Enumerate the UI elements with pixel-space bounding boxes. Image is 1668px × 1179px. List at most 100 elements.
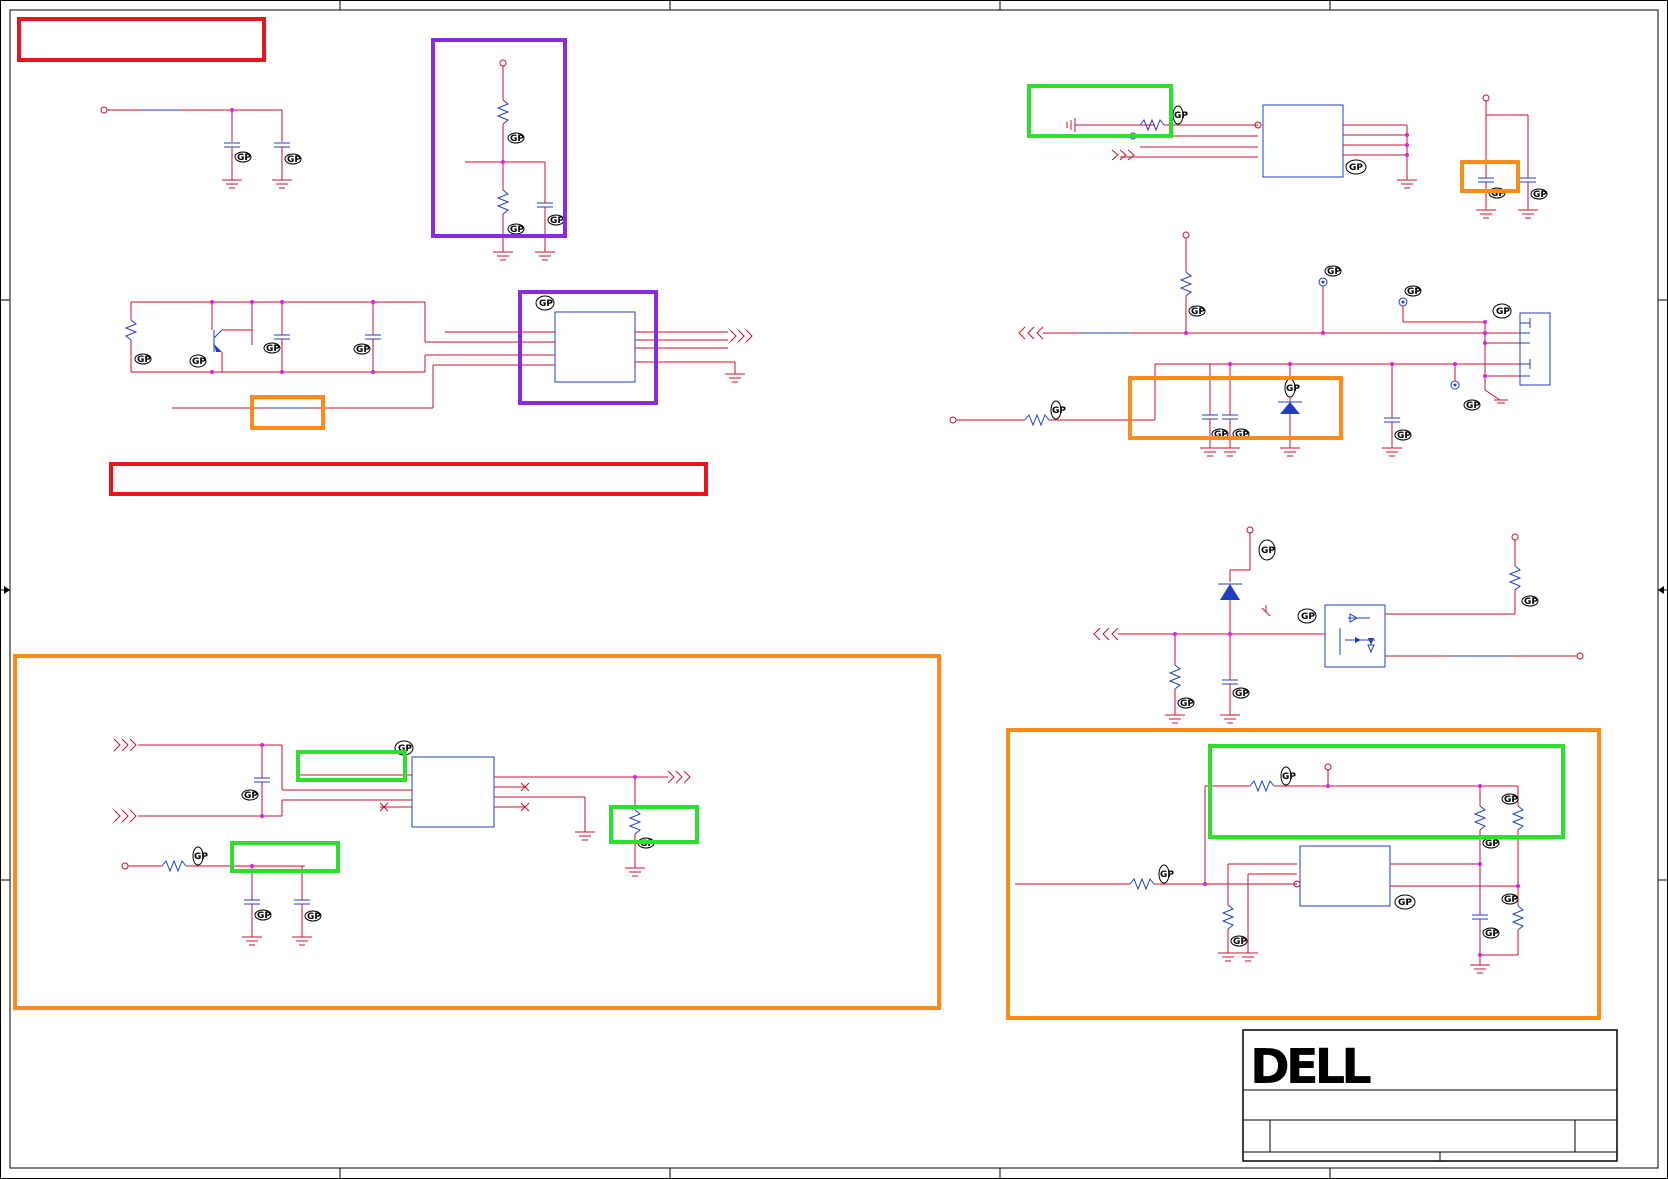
gp-marker: GP bbox=[1501, 793, 1519, 805]
lower-left-ic-circuit: GP GP GP GP GP GP bbox=[113, 738, 691, 946]
voltage-divider-circuit: GP GP GP bbox=[465, 59, 565, 261]
gp-marker: GP bbox=[353, 343, 371, 355]
gp-marker: GP bbox=[1258, 539, 1276, 561]
gp-marker: GP bbox=[234, 151, 252, 163]
gp-marker: GP bbox=[507, 223, 525, 235]
highlight-box-orange bbox=[13, 654, 941, 1010]
highlight-box-red bbox=[109, 462, 708, 496]
gp-marker: GP bbox=[1345, 159, 1367, 175]
gp-marker: GP bbox=[263, 342, 281, 354]
svg-text:GP: GP bbox=[1282, 772, 1296, 782]
highlight-box-green bbox=[230, 841, 340, 873]
gp-marker: GP bbox=[1230, 935, 1248, 947]
mosfet-circuit: GP GP GP GP GP bbox=[1093, 526, 1584, 724]
dell-logo: DELL bbox=[1250, 1039, 1371, 1095]
svg-text:GP: GP bbox=[398, 744, 412, 754]
gp-marker: GP bbox=[241, 789, 259, 801]
svg-text:GP: GP bbox=[1533, 190, 1547, 200]
svg-text:GP: GP bbox=[1286, 384, 1300, 394]
highlight-box-green bbox=[296, 750, 407, 782]
connector bbox=[1519, 312, 1551, 386]
highlight-box-red bbox=[17, 17, 266, 62]
svg-text:GP: GP bbox=[1466, 401, 1480, 411]
ic-chip bbox=[554, 311, 636, 383]
input-filter-circuit: GP GP bbox=[100, 106, 302, 189]
connector-circuit: GP GP GP GP GP GP GP GP GP GP bbox=[949, 231, 1551, 457]
svg-text:GP: GP bbox=[1301, 612, 1315, 622]
gp-marker: GP bbox=[507, 132, 525, 144]
svg-text:GP: GP bbox=[1180, 699, 1194, 709]
svg-text:GP: GP bbox=[1496, 307, 1510, 317]
svg-text:GP: GP bbox=[1491, 189, 1505, 199]
svg-text:GP: GP bbox=[1485, 929, 1499, 939]
gp-marker: GP bbox=[1482, 927, 1500, 939]
gp-marker: GP bbox=[1158, 864, 1174, 884]
svg-text:GP: GP bbox=[257, 911, 271, 921]
svg-text:GP: GP bbox=[1524, 597, 1538, 607]
svg-text:GP: GP bbox=[1407, 287, 1421, 297]
svg-text:GP: GP bbox=[550, 216, 564, 226]
gp-marker: GP bbox=[1297, 608, 1317, 624]
gp-marker: GP bbox=[1050, 400, 1066, 420]
gp-marker: GP bbox=[1284, 378, 1300, 398]
svg-text:GP: GP bbox=[539, 299, 553, 309]
gp-marker: GP bbox=[535, 295, 555, 311]
highlight-box-orange bbox=[250, 395, 325, 430]
gp-marker: GP bbox=[192, 846, 208, 866]
svg-text:GP: GP bbox=[356, 345, 370, 355]
gp-marker: GP bbox=[1463, 399, 1481, 411]
gp-marker: GP bbox=[1530, 188, 1548, 200]
svg-text:GP: GP bbox=[1235, 430, 1249, 440]
gp-marker: GP bbox=[254, 909, 272, 921]
gp-marker: GP bbox=[134, 353, 152, 365]
ic-chip bbox=[411, 756, 495, 828]
gp-marker: GP bbox=[1404, 285, 1422, 297]
lower-right-ic-circuit: GP GP GP GP GP GP GP GP bbox=[1015, 763, 1525, 974]
svg-text:GP: GP bbox=[1191, 307, 1205, 317]
svg-text:GP: GP bbox=[1214, 430, 1228, 440]
gp-marker: GP bbox=[547, 214, 565, 226]
svg-text:GP: GP bbox=[307, 912, 321, 922]
svg-text:GP: GP bbox=[1261, 546, 1275, 556]
gp-marker: GP bbox=[1501, 893, 1519, 905]
ic-chip bbox=[1262, 104, 1344, 178]
svg-text:GP: GP bbox=[510, 134, 524, 144]
svg-text:GP: GP bbox=[1233, 937, 1247, 947]
highlight-box-green bbox=[609, 805, 699, 844]
svg-text:GP: GP bbox=[237, 153, 251, 163]
gp-marker: GP bbox=[1177, 697, 1195, 709]
svg-text:GP: GP bbox=[137, 355, 151, 365]
svg-text:GP: GP bbox=[510, 225, 524, 235]
highlight-box-orange bbox=[1460, 160, 1520, 193]
svg-text:GP: GP bbox=[287, 155, 301, 165]
gp-marker: GP bbox=[1521, 595, 1539, 607]
gp-marker: GP bbox=[189, 354, 207, 368]
svg-text:GP: GP bbox=[1327, 267, 1341, 277]
gp-marker: GP bbox=[1232, 687, 1250, 699]
svg-text:GP: GP bbox=[1160, 870, 1174, 880]
svg-text:GP: GP bbox=[1349, 163, 1363, 173]
top-right-ic-circuit: GP GP GP GP bbox=[1066, 94, 1548, 219]
mosfet bbox=[1324, 604, 1386, 668]
svg-text:GP: GP bbox=[1398, 898, 1412, 908]
highlight-box-green bbox=[1027, 84, 1173, 138]
svg-text:GP: GP bbox=[194, 852, 208, 862]
highlight-box-purple bbox=[518, 290, 658, 405]
svg-text:GP: GP bbox=[1504, 795, 1518, 805]
title-block: DELL bbox=[1242, 1029, 1618, 1162]
gp-marker: GP bbox=[1394, 894, 1416, 910]
highlight-box-green bbox=[1208, 744, 1565, 839]
svg-text:GP: GP bbox=[1504, 895, 1518, 905]
transistor-sensor-circuit: GP GP GP GP GP bbox=[124, 295, 753, 409]
highlight-box-orange bbox=[1128, 376, 1343, 440]
svg-text:GP: GP bbox=[244, 791, 258, 801]
svg-text:GP: GP bbox=[1397, 431, 1411, 441]
highlight-box-orange bbox=[1006, 728, 1601, 1020]
svg-text:GP: GP bbox=[1485, 839, 1499, 849]
gp-marker: GP bbox=[304, 910, 322, 922]
svg-text:GP: GP bbox=[266, 344, 280, 354]
svg-text:GP: GP bbox=[1174, 111, 1188, 121]
ic-chip bbox=[1299, 845, 1391, 907]
